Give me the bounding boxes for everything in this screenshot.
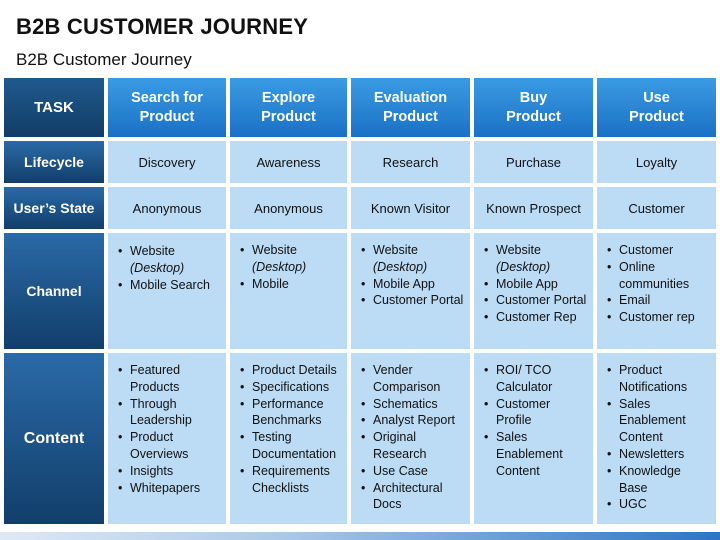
list-item: Analyst Report <box>359 412 466 429</box>
channel-cell: Website(Desktop) Mobile <box>230 233 347 349</box>
list-item: Insights <box>116 463 222 480</box>
task-header: TASK <box>4 78 104 137</box>
list-item: Architectural Docs <box>359 480 466 514</box>
channel-cell: Website(Desktop) Mobile App Customer Por… <box>474 233 593 349</box>
users-state-cell: Anonymous <box>108 187 226 229</box>
list-item: Product Overviews <box>116 429 222 463</box>
lifecycle-cell: Awareness <box>230 141 347 183</box>
list-item: Whitepapers <box>116 480 222 497</box>
content-label: Content <box>4 353 104 524</box>
list-item: Mobile App <box>359 276 463 293</box>
list-item: Product Details <box>238 362 343 379</box>
lifecycle-cell: Discovery <box>108 141 226 183</box>
content-cell: Product Details Specifications Performan… <box>230 353 347 524</box>
list-item: Product Notifications <box>605 362 712 396</box>
list-item: Customer rep <box>605 309 712 326</box>
list-item: Through Leadership <box>116 396 222 430</box>
list-item: Performance Benchmarks <box>238 396 343 430</box>
users-state-row: User’s State Anonymous Anonymous Known V… <box>0 187 720 229</box>
list-item: Mobile <box>238 276 306 293</box>
channel-cell: Website(Desktop) Mobile Search <box>108 233 226 349</box>
lifecycle-cell: Research <box>351 141 470 183</box>
lifecycle-row: Lifecycle Discovery Awareness Research P… <box>0 141 720 183</box>
channel-cell: Website(Desktop) Mobile App Customer Por… <box>351 233 470 349</box>
list-item: Sales Enablement Content <box>605 396 712 446</box>
list-item: Vender Comparison <box>359 362 466 396</box>
users-state-cell: Known Prospect <box>474 187 593 229</box>
content-cell: ROI/ TCO Calculator Customer Profile Sal… <box>474 353 593 524</box>
list-item: Customer Portal <box>482 292 586 309</box>
list-item: Specifications <box>238 379 343 396</box>
channel-row: Channel Website(Desktop) Mobile Search W… <box>0 233 720 349</box>
content-cell: Product Notifications Sales Enablement C… <box>597 353 716 524</box>
list-item: UGC <box>605 496 712 513</box>
list-item: Website(Desktop) <box>116 243 210 277</box>
list-item: Website(Desktop) <box>359 242 463 276</box>
list-item: Mobile App <box>482 276 586 293</box>
lifecycle-cell: Purchase <box>474 141 593 183</box>
list-item: Sales Enablement Content <box>482 429 589 479</box>
footer-accent-bar <box>0 532 720 540</box>
list-item: Website(Desktop) <box>482 242 586 276</box>
users-state-label: User’s State <box>4 187 104 229</box>
content-cell: Vender Comparison Schematics Analyst Rep… <box>351 353 470 524</box>
list-item: Email <box>605 292 712 309</box>
channel-cell: Customer Online communities Email Custom… <box>597 233 716 349</box>
list-item: Customer Rep <box>482 309 586 326</box>
list-item: Customer <box>605 242 712 259</box>
list-item: Requirements Checklists <box>238 463 343 497</box>
page-subtitle: B2B Customer Journey <box>16 50 192 69</box>
list-item: Newsletters <box>605 446 712 463</box>
list-item: Website(Desktop) <box>238 242 306 276</box>
list-item: Customer Portal <box>359 292 463 309</box>
list-item: Schematics <box>359 396 466 413</box>
list-item: ROI/ TCO Calculator <box>482 362 589 396</box>
content-row: Content Featured Products Through Leader… <box>0 353 720 524</box>
users-state-cell: Known Visitor <box>351 187 470 229</box>
list-item: Customer Profile <box>482 396 589 430</box>
users-state-cell: Anonymous <box>230 187 347 229</box>
page-title: B2B CUSTOMER JOURNEY <box>16 14 309 39</box>
list-item: Featured Products <box>116 362 222 396</box>
list-item: Mobile Search <box>116 277 210 294</box>
list-item: Testing Documentation <box>238 429 343 463</box>
lifecycle-label: Lifecycle <box>4 141 104 183</box>
list-item: Use Case <box>359 463 466 480</box>
users-state-cell: Customer <box>597 187 716 229</box>
list-item: Original Research <box>359 429 466 463</box>
list-item: Online communities <box>605 259 712 293</box>
content-cell: Featured Products Through Leadership Pro… <box>108 353 226 524</box>
channel-label: Channel <box>4 233 104 349</box>
lifecycle-cell: Loyalty <box>597 141 716 183</box>
list-item: Knowledge Base <box>605 463 712 497</box>
